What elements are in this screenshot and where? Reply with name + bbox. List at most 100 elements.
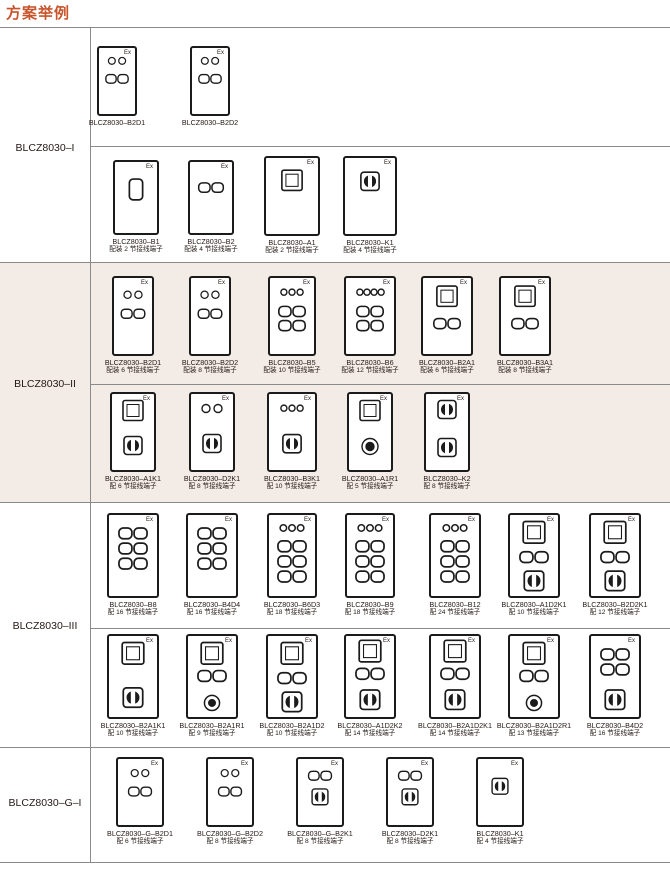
enclosure-diagram (281, 169, 303, 192)
enclosure-image: Ex (189, 392, 235, 472)
product-terminal-note: 配 8 节接线端子 (188, 483, 236, 490)
product-terminal-note: 配装 10 节接线端子 (263, 367, 321, 374)
product-terminal-note: 配 10 节接线端子 (508, 609, 560, 616)
product-model: BLCZ8030–A1K1 (105, 474, 161, 483)
product-terminal-note: 配 8 节接线端子 (296, 838, 344, 845)
product-model: BLCZ8030–K1 (476, 829, 524, 838)
product-terminal-note: 配 9 节接线端子 (188, 730, 236, 737)
enclosure-image: Ex (429, 513, 481, 598)
section-label-1: BLCZ8030–I (15, 142, 75, 154)
product-terminal-note: 配 16 节接线端子 (186, 609, 238, 616)
enclosure-image: Ex (190, 46, 230, 116)
enclosure-image: Ex (107, 634, 159, 719)
ex-mark: Ex (627, 517, 635, 523)
enclosure-image: Ex (113, 160, 159, 235)
product-model: BLCZ8030–G–B2K1 (287, 829, 353, 838)
enclosure-diagram (437, 399, 457, 458)
enclosure-image: Ex (424, 392, 470, 472)
enclosure-image: Ex (429, 634, 481, 719)
ex-mark: Ex (303, 396, 311, 402)
enclosure-diagram (217, 768, 243, 797)
enclosure-image: Ex (186, 634, 238, 719)
enclosure-diagram (201, 403, 223, 454)
enclosure-image: Ex (508, 513, 560, 598)
enclosure-image: Ex (343, 156, 397, 236)
row-divider-1 (90, 146, 670, 147)
product-terminal-note: 配装 8 节接线端子 (183, 367, 237, 374)
enclosure-image: Ex (186, 513, 238, 598)
column-divider (90, 27, 91, 862)
product-model: BLCZ8030–A1D2K2 (337, 721, 403, 730)
enclosure-image: Ex (107, 513, 159, 598)
enclosure-diagram (356, 288, 385, 332)
ex-mark: Ex (459, 280, 467, 286)
product-model: BLCZ8030–B2D2 (181, 358, 239, 367)
ex-mark: Ex (379, 396, 387, 402)
enclosure-diagram (118, 527, 148, 570)
product-model: BLCZ8030–B6 (346, 358, 394, 367)
enclosure-image: Ex (421, 276, 473, 356)
enclosure-image: Ex (188, 160, 234, 235)
product-model: BLCZ8030–B6D3 (263, 600, 321, 609)
product-terminal-note: 配装 4 节接线端子 (184, 246, 238, 253)
product-model: BLCZ8030–A1D2K1 (501, 600, 567, 609)
enclosure-image: Ex (296, 757, 344, 827)
product-model: BLCZ8030–D2K1 (381, 829, 439, 838)
section-4 (0, 747, 670, 863)
ex-mark: Ex (304, 638, 312, 644)
enclosure-image: Ex (110, 392, 156, 472)
enclosure-diagram (440, 639, 470, 711)
enclosure-diagram (433, 285, 461, 330)
product-terminal-note: 配装 2 节接线端子 (265, 247, 319, 254)
ex-mark: Ex (145, 517, 153, 523)
enclosure-diagram (511, 285, 539, 330)
product-model: BLCZ8030–B2A1 (419, 358, 475, 367)
ex-mark: Ex (220, 164, 228, 170)
product-terminal-note: 配 8 节接线端子 (206, 838, 254, 845)
enclosure-diagram (519, 641, 549, 712)
product-terminal-note: 配 16 节接线端子 (107, 609, 159, 616)
ex-mark: Ex (546, 638, 554, 644)
product-model: BLCZ8030–B2D2K1 (582, 600, 648, 609)
ex-mark: Ex (383, 160, 391, 166)
product-terminal-note: 配 14 节接线端子 (429, 730, 481, 737)
product-terminal-note: 配 5 节接线端子 (346, 483, 394, 490)
ex-mark: Ex (510, 761, 518, 767)
enclosure-image: Ex (344, 634, 396, 719)
product-terminal-note: 配 8 节接线端子 (423, 483, 471, 490)
product-terminal-note: 配 10 节接线端子 (107, 730, 159, 737)
enclosure-diagram (197, 641, 227, 712)
ex-mark: Ex (240, 761, 248, 767)
product-model: BLCZ8030–B3K1 (264, 474, 320, 483)
ex-mark: Ex (546, 517, 554, 523)
product-terminal-note: 配 13 节接线端子 (508, 730, 560, 737)
product-model: BLCZ8030–A1R1 (341, 474, 399, 483)
row-divider-2 (90, 384, 670, 385)
product-model: BLCZ8030–B5 (268, 358, 316, 367)
product-terminal-note: 配 10 节接线端子 (266, 730, 318, 737)
section-3 (0, 502, 670, 748)
product-model: BLCZ8030–B12 (429, 600, 481, 609)
enclosure-image: Ex (476, 757, 524, 827)
enclosure-image: Ex (189, 276, 231, 356)
